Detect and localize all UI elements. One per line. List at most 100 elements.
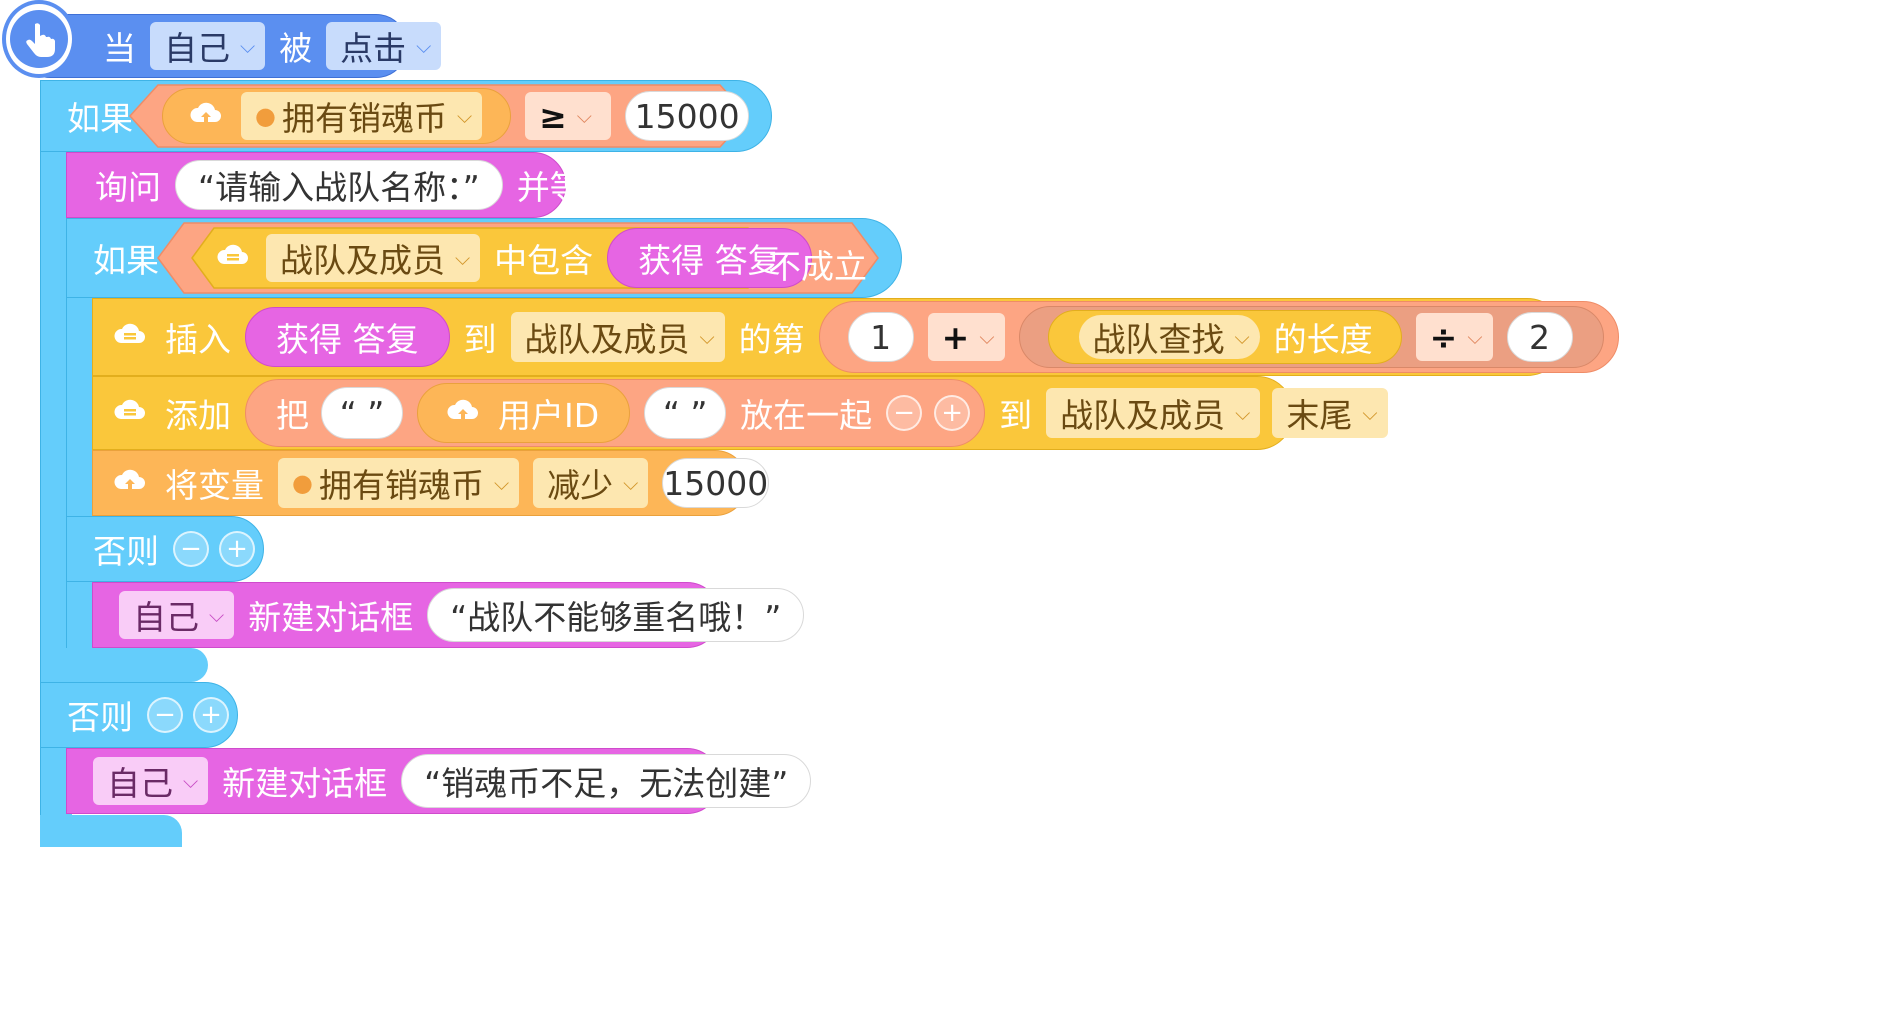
hat-when: 当: [103, 29, 136, 68]
find-list-dropdown[interactable]: 战队查找 ⌵: [1078, 315, 1260, 359]
contains-label: 中包含: [494, 241, 594, 280]
compare-value[interactable]: 15000: [625, 91, 750, 141]
change-op-dropdown[interactable]: 减少 ⌵: [533, 458, 649, 508]
condition-compare[interactable]: ● 拥有销魂币 ⌵ ≥ ⌵ 15000: [128, 84, 750, 148]
change-var-block[interactable]: 将变量 ● 拥有销魂币 ⌵ 减少 ⌵ 15000: [92, 450, 770, 516]
chevron-down-icon: ⌵: [240, 34, 256, 58]
chevron-down-icon: ⌵: [455, 246, 471, 270]
dialog-target-dropdown[interactable]: 自己 ⌵: [119, 591, 235, 639]
else-inner[interactable]: 否则 − +: [66, 516, 264, 582]
list-name-3: 战队及成员: [1060, 396, 1226, 435]
userid-label: 用户ID: [498, 396, 600, 435]
join-reporter[interactable]: 把 “ ” 用户ID “ ” 放在一起 − +: [245, 379, 986, 447]
num2-input[interactable]: 2: [1506, 312, 1573, 362]
chevron-down-icon: ⌵: [209, 603, 225, 627]
remove-arg-button[interactable]: −: [886, 395, 923, 431]
condition-not[interactable]: 战队及成员 ⌵ 中包含 获得 答复 不成立: [156, 222, 880, 294]
list-name: 战队及成员: [280, 241, 445, 280]
dialog-block-1[interactable]: 自己 ⌵ 新建对话框 “战队不能够重名哦！”: [92, 582, 805, 648]
insert-block[interactable]: 插入 获得 答复 到 战队及成员 ⌵ 的第 1 + ⌵ 战队查找 ⌵ 的长度 ÷…: [92, 298, 1674, 376]
operator-value: ≥: [539, 96, 567, 136]
ask-suffix: 并等待: [516, 168, 616, 207]
event-dropdown[interactable]: 点击 ⌵: [326, 22, 442, 70]
change-amount[interactable]: 15000: [662, 458, 770, 508]
nth-label: 的第: [738, 320, 805, 359]
chevron-down-icon: ⌵: [183, 769, 199, 793]
var-name-2: 拥有销魂币: [318, 466, 484, 505]
var-reporter[interactable]: ● 拥有销魂币 ⌵: [162, 88, 512, 144]
dialog-text-2[interactable]: “销魂币不足，无法创建”: [401, 754, 812, 808]
ba-label: 把: [276, 396, 309, 435]
dialog-label: 新建对话框: [248, 598, 414, 637]
operator-dropdown[interactable]: ≥ ⌵: [525, 92, 612, 140]
add-branch-button[interactable]: +: [219, 531, 255, 567]
chevron-down-icon: ⌵: [1467, 325, 1483, 349]
add-label: 添加: [165, 396, 231, 435]
answer-reporter[interactable]: 获得 答复: [607, 228, 812, 288]
else-outer[interactable]: 否则 − +: [40, 682, 238, 748]
ask-label: 询问: [95, 168, 161, 207]
cloud-upload-icon: [446, 394, 480, 433]
ask-block[interactable]: 询问 “请输入战队名称：” 并等待: [66, 152, 616, 218]
hat-block[interactable]: 当 自己 ⌵ 被 点击 ⌵: [18, 14, 442, 78]
pointer-hand-icon: [2, 0, 76, 78]
change-op-value: 减少: [547, 466, 614, 505]
list-dropdown-3[interactable]: 战队及成员 ⌵: [1046, 388, 1261, 438]
string-input-1[interactable]: “ ”: [321, 387, 403, 439]
target-dropdown[interactable]: 自己 ⌵: [150, 22, 266, 70]
add-block[interactable]: 添加 把 “ ” 用户ID “ ” 放在一起 − + 到 战队及成员 ⌵ 末尾 …: [92, 376, 1388, 450]
else-label-2: 否则: [67, 698, 133, 737]
cloud-upload-icon: [113, 464, 147, 503]
num1-input[interactable]: 1: [847, 312, 914, 362]
string-input-2[interactable]: “ ”: [644, 387, 727, 439]
remove-branch-button-2[interactable]: −: [147, 697, 183, 733]
dialog-target-2: 自己: [107, 764, 173, 803]
chevron-down-icon: ⌵: [456, 104, 473, 128]
chevron-down-icon: ⌵: [1234, 325, 1250, 349]
userid-reporter[interactable]: 用户ID: [417, 383, 631, 443]
user-icon: ●: [255, 102, 276, 130]
item-label: 项: [1640, 320, 1674, 359]
add-arg-button[interactable]: +: [934, 395, 971, 431]
user-icon: ●: [292, 469, 313, 497]
dialog-label-2: 新建对话框: [222, 764, 388, 803]
dialog-target: 自己: [133, 598, 199, 637]
dialog-text[interactable]: “战队不能够重名哦！”: [427, 588, 805, 642]
divide-operator-reporter[interactable]: 战队查找 ⌵ 的长度 ÷ ⌵ 2: [1018, 306, 1604, 368]
list-dropdown[interactable]: 战队及成员 ⌵: [266, 234, 481, 282]
plus-value: +: [941, 317, 970, 357]
event-value: 点击: [340, 29, 407, 68]
to-label-2: 到: [999, 396, 1033, 435]
remove-branch-button[interactable]: −: [173, 531, 209, 567]
dialog-block-2[interactable]: 自己 ⌵ 新建对话框 “销魂币不足，无法创建”: [66, 748, 812, 814]
answer-reporter-2[interactable]: 获得 答复: [245, 307, 450, 367]
target-value: 自己: [164, 29, 230, 68]
chevron-down-icon: ⌵: [1235, 401, 1251, 425]
position-dropdown[interactable]: 末尾 ⌵: [1272, 388, 1388, 438]
if-label: 如果: [67, 99, 133, 138]
add-branch-button-2[interactable]: +: [193, 697, 229, 733]
to-label: 到: [463, 320, 497, 359]
if-outer-bottom: [40, 815, 182, 847]
var-dropdown[interactable]: ● 拥有销魂币 ⌵: [241, 92, 483, 140]
ask-prompt[interactable]: “请输入战队名称：”: [175, 160, 503, 210]
cloud-upload-icon: [189, 97, 223, 136]
chevron-down-icon: ⌵: [416, 34, 432, 58]
chevron-down-icon: ⌵: [576, 104, 592, 128]
list-cloud-icon: [113, 394, 147, 433]
else-label: 否则: [93, 532, 159, 571]
list-dropdown-2[interactable]: 战队及成员 ⌵: [510, 312, 725, 362]
add-operator-reporter[interactable]: 1 + ⌵ 战队查找 ⌵ 的长度 ÷ ⌵ 2: [818, 301, 1619, 373]
not-label: 不成立: [768, 247, 867, 286]
insert-label: 插入: [165, 320, 231, 359]
dialog-target-dropdown-2[interactable]: 自己 ⌵: [93, 757, 209, 805]
divide-dropdown[interactable]: ÷ ⌵: [1415, 313, 1493, 361]
change-var-label: 将变量: [165, 466, 264, 505]
if-inner-bottom: [66, 648, 208, 682]
chevron-down-icon: ⌵: [979, 325, 995, 349]
list-cloud-icon: [113, 318, 147, 357]
chevron-down-icon: ⌵: [623, 471, 639, 495]
length-reporter[interactable]: 战队查找 ⌵ 的长度: [1047, 310, 1402, 364]
plus-dropdown[interactable]: + ⌵: [927, 313, 1005, 361]
var-dropdown-2[interactable]: ● 拥有销魂币 ⌵: [278, 458, 520, 508]
